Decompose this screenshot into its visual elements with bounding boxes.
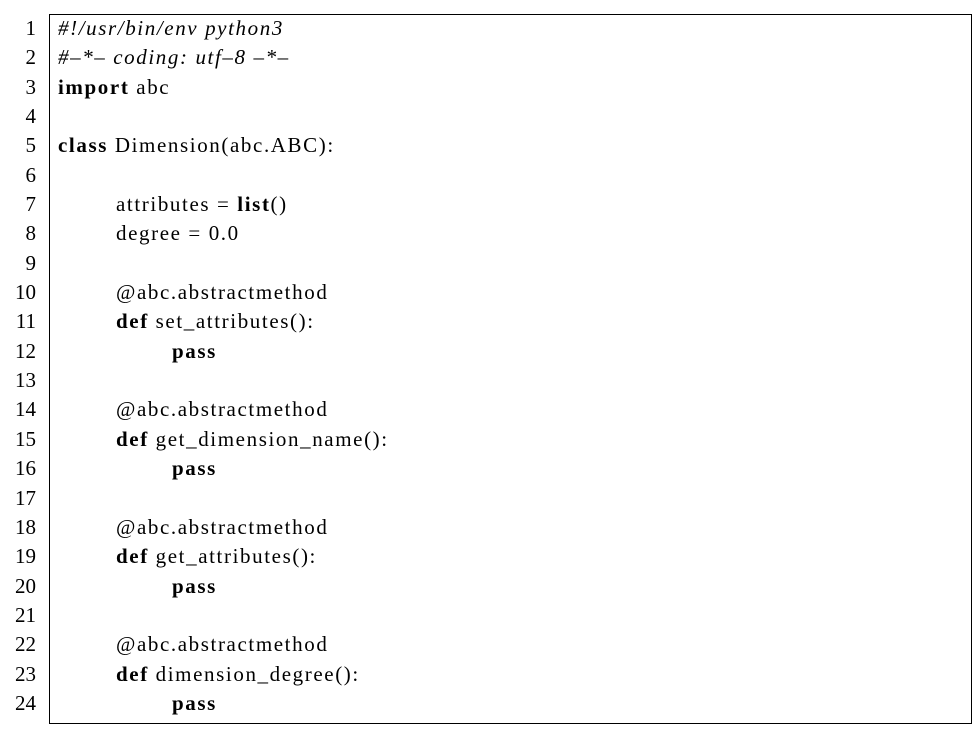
line-number: 23 xyxy=(15,661,36,686)
keyword: def xyxy=(116,426,149,451)
code-text: dimension_degree(): xyxy=(148,661,360,686)
line-number: 19 xyxy=(15,544,36,569)
keyword: import xyxy=(58,74,130,99)
line-number: 16 xyxy=(15,456,36,481)
line-number: 24 xyxy=(15,690,36,715)
code-text: attributes = xyxy=(116,192,238,217)
code-body: #!/usr/bin/env python3 #–*– coding: utf–… xyxy=(58,14,958,718)
method-definition-line: def get_dimension_name(): xyxy=(58,425,958,454)
line-number: 8 xyxy=(25,221,37,246)
code-text: get_dimension_name(): xyxy=(148,426,389,451)
line-number: 22 xyxy=(15,632,36,657)
line-number: 15 xyxy=(15,426,36,451)
import-line: import abc xyxy=(58,73,958,102)
pass-line: pass xyxy=(58,454,958,483)
line-number: 3 xyxy=(25,74,37,99)
line-number: 5 xyxy=(25,133,37,158)
line-number: 9 xyxy=(25,250,37,275)
keyword: pass xyxy=(172,573,217,598)
method-definition-line: def dimension_degree(): xyxy=(58,660,958,689)
line-number: 21 xyxy=(15,602,36,627)
keyword: def xyxy=(116,309,149,334)
line-number: 1 xyxy=(25,16,37,40)
line-number-gutter: 1 2 3 4 5 6 7 8 9 10 11 12 13 14 15 16 1… xyxy=(0,14,36,718)
line-number: 20 xyxy=(15,573,36,598)
keyword: list xyxy=(237,192,271,217)
code-text: get_attributes(): xyxy=(148,544,317,569)
line-number: 4 xyxy=(25,104,37,129)
line-number: 13 xyxy=(15,368,36,393)
keyword: class xyxy=(58,133,108,158)
pass-line: pass xyxy=(58,337,958,366)
blank-line xyxy=(58,249,958,278)
decorator-line: @abc.abstractmethod xyxy=(116,397,329,422)
encoding-comment-line: #–*– coding: utf–8 –*– xyxy=(58,45,290,70)
decorator-line: @abc.abstractmethod xyxy=(116,280,329,305)
pass-line: pass xyxy=(58,689,958,718)
keyword: pass xyxy=(172,690,217,715)
method-definition-line: def get_attributes(): xyxy=(58,542,958,571)
line-number: 2 xyxy=(25,45,37,70)
line-number: 14 xyxy=(15,397,36,422)
blank-line xyxy=(58,366,958,395)
code-text: abc xyxy=(129,74,171,99)
line-number: 7 xyxy=(25,192,37,217)
blank-line xyxy=(58,601,958,630)
line-number: 18 xyxy=(15,514,36,539)
keyword: pass xyxy=(172,338,217,363)
decorator-line: @abc.abstractmethod xyxy=(116,514,329,539)
line-number: 17 xyxy=(15,485,36,510)
keyword: pass xyxy=(172,456,217,481)
blank-line xyxy=(58,102,958,131)
class-definition-line: class Dimension(abc.ABC): xyxy=(58,131,958,160)
pass-line: pass xyxy=(58,572,958,601)
decorator-line: @abc.abstractmethod xyxy=(116,632,329,657)
blank-line xyxy=(58,161,958,190)
keyword: def xyxy=(116,661,149,686)
method-definition-line: def set_attributes(): xyxy=(58,307,958,336)
line-number: 6 xyxy=(25,162,37,187)
attributes-line: attributes = list() xyxy=(58,190,958,219)
code-frame xyxy=(49,14,972,724)
line-number: 11 xyxy=(15,309,36,334)
line-number: 10 xyxy=(15,280,36,305)
code-text: () xyxy=(270,192,288,217)
blank-line xyxy=(58,484,958,513)
code-text: set_attributes(): xyxy=(148,309,315,334)
degree-line: degree = 0.0 xyxy=(116,221,240,246)
code-text: Dimension(abc.ABC): xyxy=(108,133,335,158)
shebang-line: #!/usr/bin/env python3 xyxy=(58,16,284,40)
line-number: 12 xyxy=(15,338,36,363)
keyword: def xyxy=(116,544,149,569)
